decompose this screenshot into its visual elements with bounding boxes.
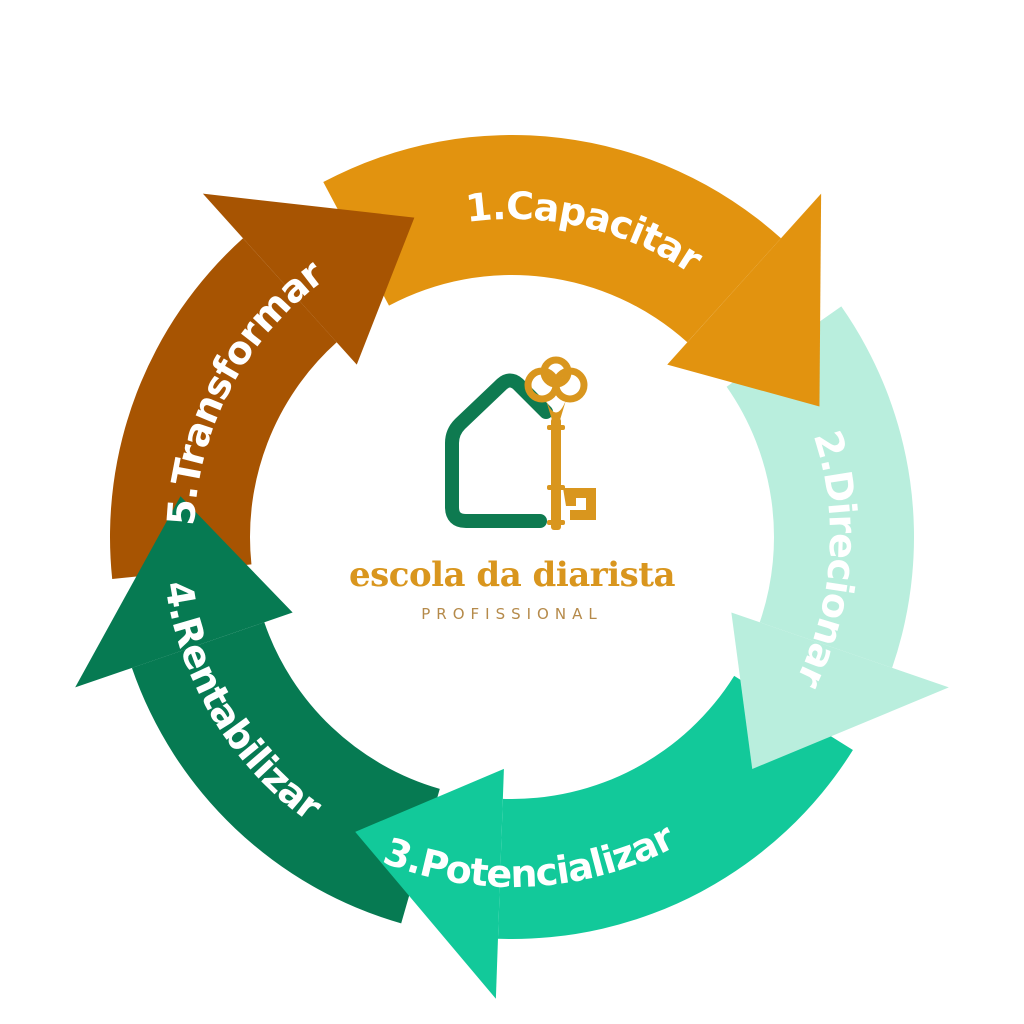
brand-logo: escola da diarista PROFISSIONAL [312, 555, 712, 623]
arrow-body-direcionar [726, 306, 915, 668]
arrow-head-rentabilizar [75, 496, 293, 688]
logo-icon [445, 356, 596, 530]
arrow-body-rentabilizar [131, 622, 440, 924]
arrow-body-capacitar [323, 135, 781, 343]
key-icon [524, 356, 596, 530]
arrow-head-direcionar [731, 612, 949, 770]
arrow-head-transformar [202, 193, 415, 365]
house-icon [445, 373, 553, 528]
brand-name: escola da diarista [348, 555, 676, 595]
brand-subtitle: PROFISSIONAL [421, 605, 603, 623]
arrow-body-transformar [110, 238, 337, 580]
arrow-head-potencializar [355, 768, 504, 999]
arrow-head-capacitar [667, 193, 822, 407]
